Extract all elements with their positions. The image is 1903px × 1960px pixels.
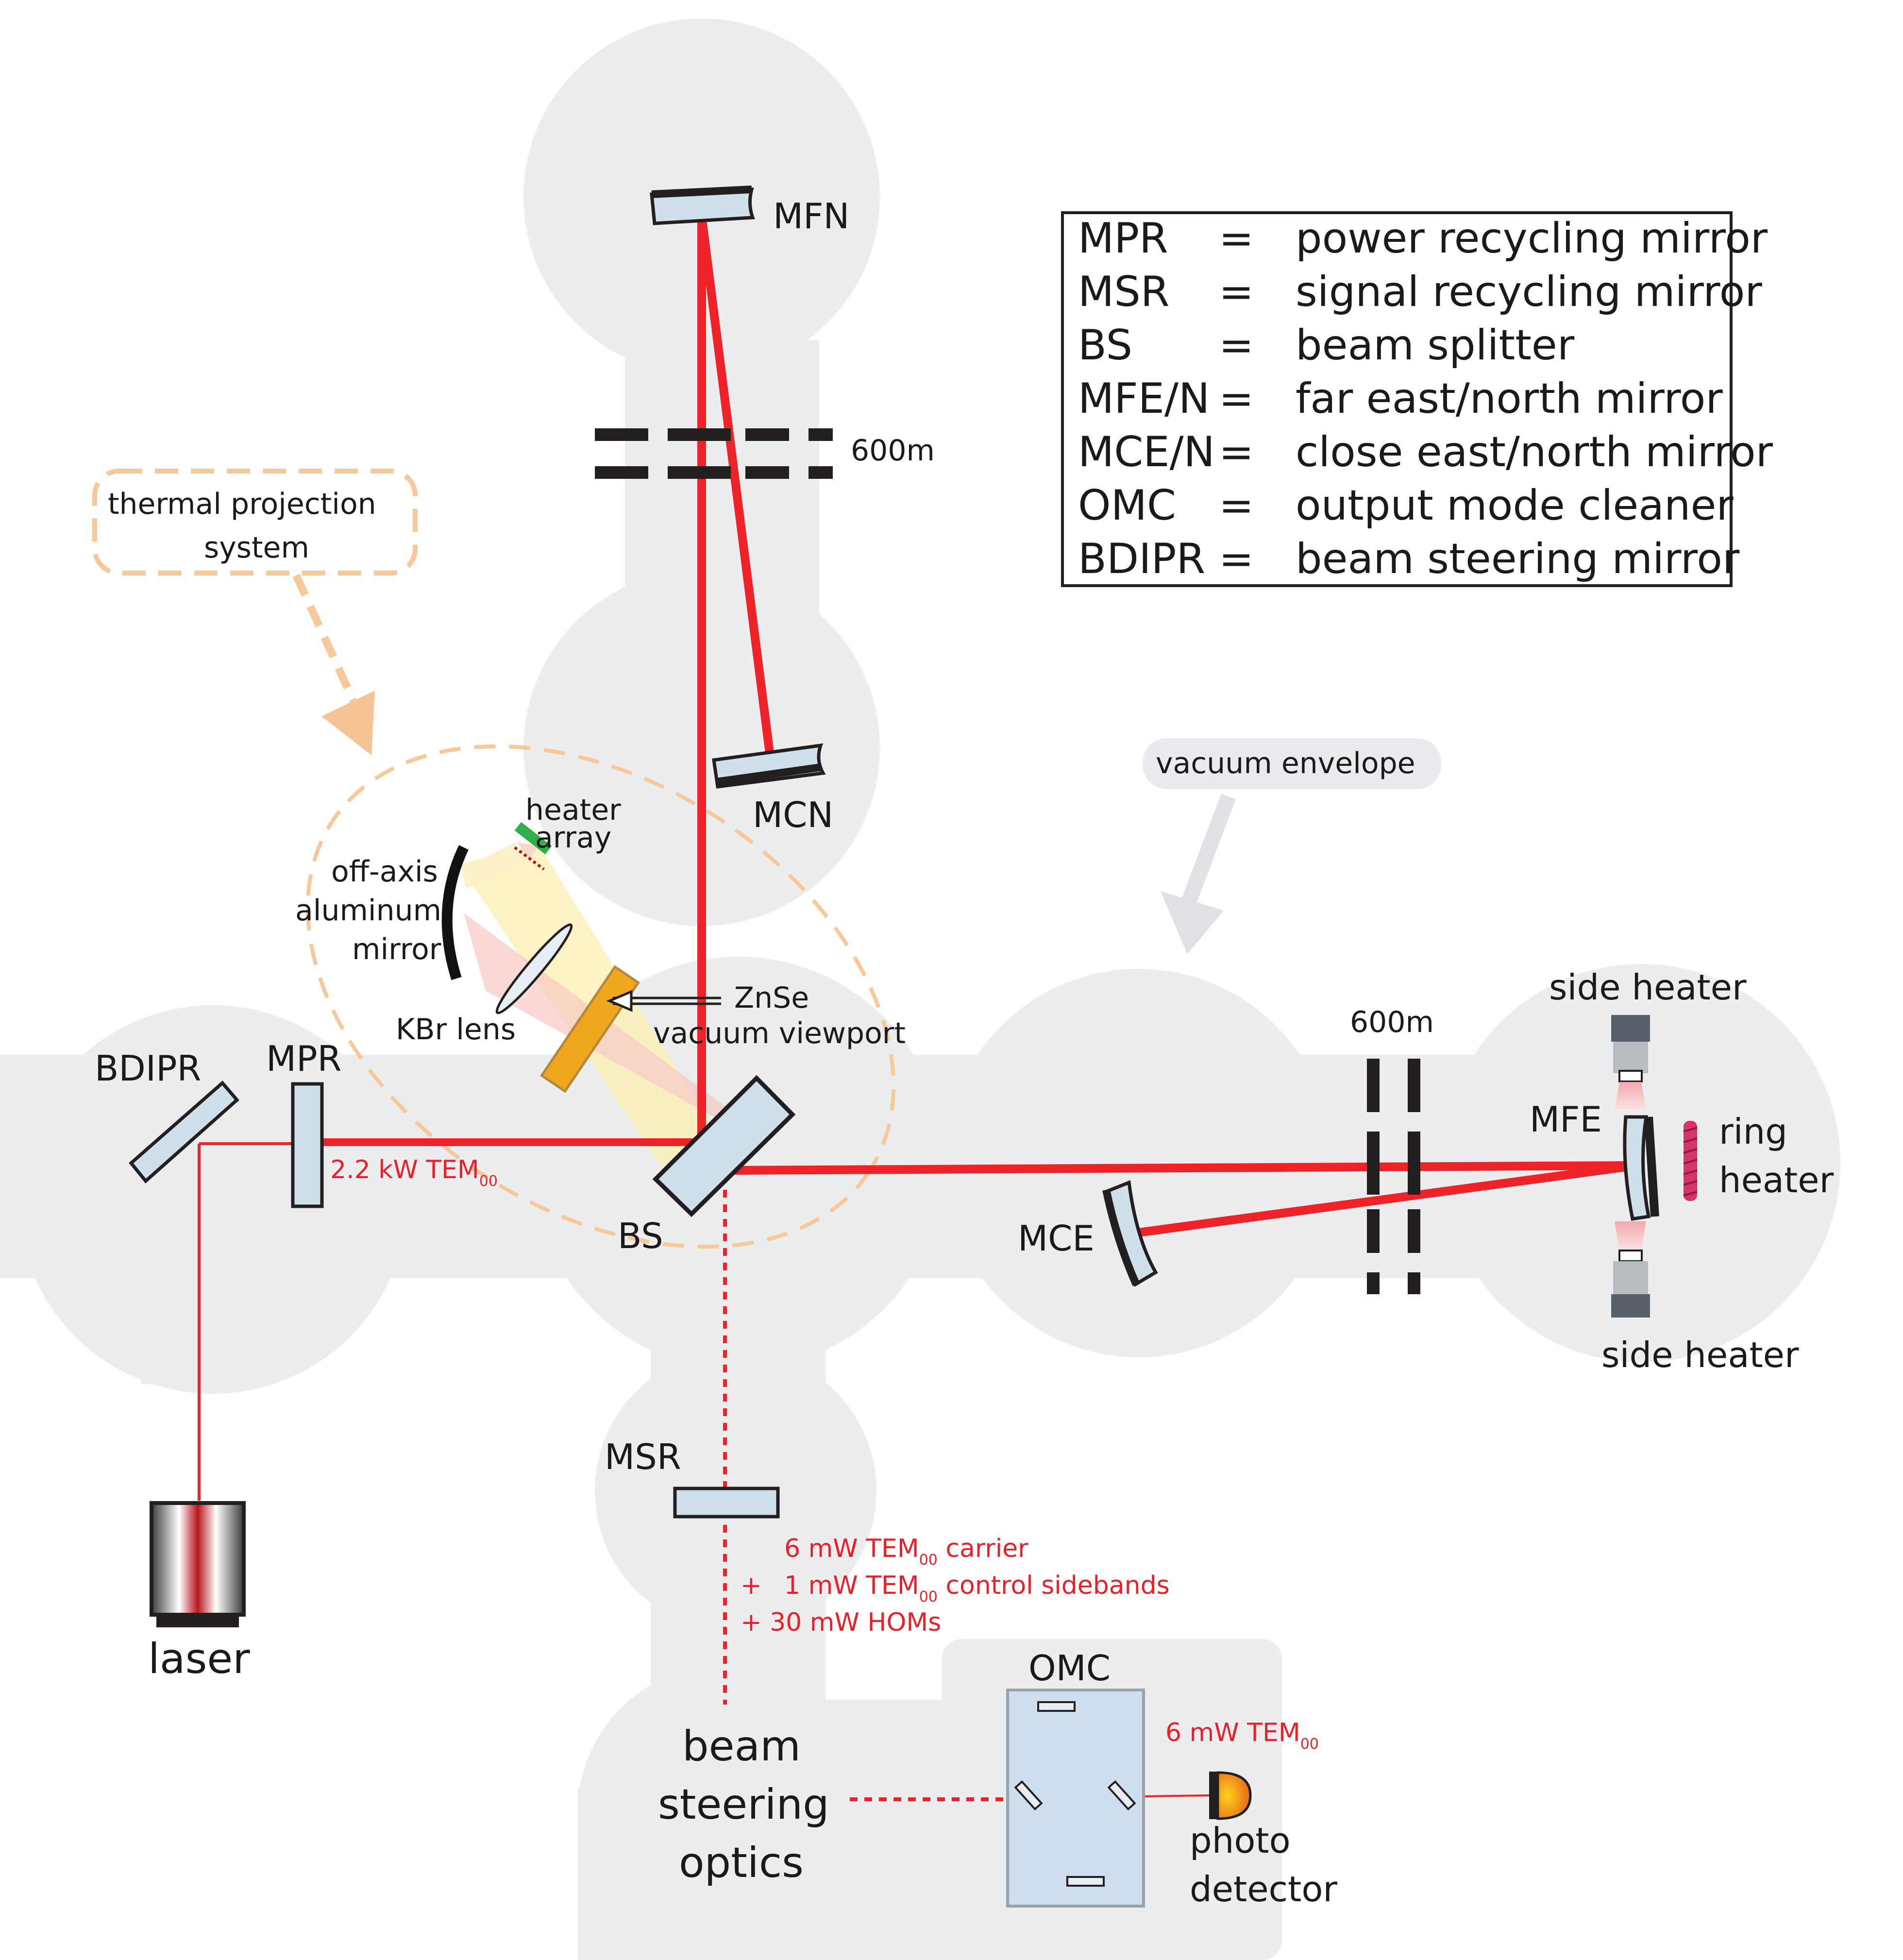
legend-eq: = xyxy=(1219,481,1254,530)
legend-desc: far east/north mirror xyxy=(1296,374,1723,423)
mpr-mirror xyxy=(291,1082,324,1208)
znse-label-2: vacuum viewport xyxy=(653,1016,906,1050)
legend-eq: = xyxy=(1219,374,1254,423)
off-axis-aluminum-mirror xyxy=(441,845,469,980)
svg-text:6 mW TEM00 carrier: 6 mW TEM00 carrier xyxy=(784,1534,1028,1569)
side-heater-top xyxy=(1611,1015,1650,1110)
legend-desc: close east/north mirror xyxy=(1296,428,1773,476)
znse-label-1: ZnSe xyxy=(734,981,809,1015)
mcn-mirror xyxy=(712,743,826,789)
out-line1-sub: 00 xyxy=(919,1552,938,1569)
output-beam-labels: 6 mW TEM00 carrier + 1 mW TEM00 control … xyxy=(741,1534,1170,1637)
mfn-label: MFN xyxy=(773,196,849,237)
heater-array-label-1: heater xyxy=(525,793,621,827)
svg-text:6 mW TEM00: 6 mW TEM00 xyxy=(1165,1718,1319,1753)
mpr-power-text: 2.2 kW TEM xyxy=(330,1155,479,1184)
mpr-power-sub: 00 xyxy=(479,1173,498,1190)
out-line2-a: 1 mW TEM xyxy=(784,1571,919,1600)
distance-label-north: 600m xyxy=(851,434,935,468)
pd-power-label: 6 mW TEM00 xyxy=(1165,1718,1319,1753)
out-line3: + 30 mW HOMs xyxy=(741,1608,941,1637)
msr-label: MSR xyxy=(605,1436,681,1477)
heater-array-label-2: array xyxy=(535,821,611,855)
mfe-label: MFE xyxy=(1530,1099,1602,1140)
beam-steering-label-3: optics xyxy=(679,1839,804,1887)
legend-rows: MPR = power recycling mirror MSR = signa… xyxy=(1078,214,1773,583)
legend-abbr: BDIPR xyxy=(1078,535,1205,583)
omc-label: OMC xyxy=(1028,1648,1111,1689)
legend-box xyxy=(1061,211,1733,587)
legend-abbr: OMC xyxy=(1078,481,1176,530)
oam-label-1: off-axis xyxy=(331,855,438,889)
out-line2-plus: + xyxy=(741,1571,762,1600)
legend-abbr: MFE/N xyxy=(1078,374,1210,423)
mfe-mirror xyxy=(1623,1115,1659,1221)
beam-steering-label-2: steering xyxy=(658,1780,829,1829)
out-line1-a: 6 mW TEM xyxy=(784,1534,919,1563)
legend-desc: output mode cleaner xyxy=(1296,481,1734,530)
legend-eq: = xyxy=(1219,214,1254,263)
legend-desc: signal recycling mirror xyxy=(1296,268,1762,316)
laser-source xyxy=(150,1501,246,1627)
side-heater-top-label: side heater xyxy=(1549,967,1747,1008)
legend-abbr: MPR xyxy=(1078,214,1168,263)
mce-label: MCE xyxy=(1018,1218,1095,1259)
svg-text:2.2 kW TEM00: 2.2 kW TEM00 xyxy=(330,1155,498,1190)
kbr-lens-label: KBr lens xyxy=(396,1013,516,1047)
out-line2-b: control sidebands xyxy=(938,1571,1170,1600)
vacuum-envelope-label: vacuum envelope xyxy=(1156,746,1415,780)
laser-label: laser xyxy=(148,1635,250,1683)
tps-label-1: thermal projection xyxy=(108,487,376,521)
distance-label-east: 600m xyxy=(1350,1005,1434,1039)
bs-mirror xyxy=(652,1075,796,1217)
legend-eq: = xyxy=(1219,268,1254,316)
oam-label-3: mirror xyxy=(352,932,441,966)
side-heater-bottom xyxy=(1611,1221,1650,1318)
vacuum-envelope-callout: vacuum envelope xyxy=(1143,738,1441,954)
ring-heater xyxy=(1683,1121,1698,1201)
legend-eq: = xyxy=(1219,321,1254,370)
mfn-mirror xyxy=(650,186,755,225)
kbr-lens xyxy=(495,923,573,1014)
legend-eq: = xyxy=(1219,535,1254,583)
heater-array xyxy=(514,822,552,871)
beam-power-label: 2.2 kW TEM00 xyxy=(330,1155,498,1190)
out-line2-sub: 00 xyxy=(919,1588,938,1605)
legend-abbr: MSR xyxy=(1078,268,1170,316)
photo-detector xyxy=(1209,1771,1252,1820)
omc-mirrors xyxy=(1014,1701,1136,1887)
side-heater-bottom-label: side heater xyxy=(1601,1335,1799,1375)
legend-desc: beam steering mirror xyxy=(1296,535,1740,583)
mpr-label: MPR xyxy=(266,1038,342,1079)
pd-power-text: 6 mW TEM xyxy=(1165,1718,1300,1747)
legend-eq: = xyxy=(1219,428,1254,476)
distance-marks-east xyxy=(1367,1059,1420,1294)
tps-label-2: system xyxy=(204,531,309,565)
mce-mirror xyxy=(1102,1180,1158,1287)
out-line1-b: carrier xyxy=(938,1534,1028,1563)
legend-desc: power recycling mirror xyxy=(1296,214,1768,263)
distance-marks-north xyxy=(595,428,833,479)
znse-arrow xyxy=(606,990,721,1012)
photo-label-1: photo xyxy=(1190,1820,1291,1861)
thermal-projection-system: thermal projection system xyxy=(92,469,896,1249)
oam-label-2: aluminum xyxy=(295,894,441,928)
mcn-label: MCN xyxy=(753,794,833,835)
ring-heater-label-2: heater xyxy=(1719,1160,1834,1200)
legend-desc: beam splitter xyxy=(1296,321,1575,370)
photo-label-2: detector xyxy=(1190,1869,1337,1909)
pd-power-sub: 00 xyxy=(1300,1736,1319,1753)
bs-label: BS xyxy=(618,1216,663,1256)
beam-steering-label-1: beam xyxy=(682,1722,801,1771)
ring-heater-label-1: ring xyxy=(1719,1111,1787,1152)
bdipr-label: BDIPR xyxy=(95,1048,202,1089)
legend-abbr: MCE/N xyxy=(1078,428,1215,476)
svg-text:1 mW TEM00 control sidebands: 1 mW TEM00 control sidebands xyxy=(784,1571,1170,1605)
legend-abbr: BS xyxy=(1078,321,1132,370)
bdipr-mirror xyxy=(129,1081,239,1184)
msr-mirror xyxy=(673,1487,780,1519)
